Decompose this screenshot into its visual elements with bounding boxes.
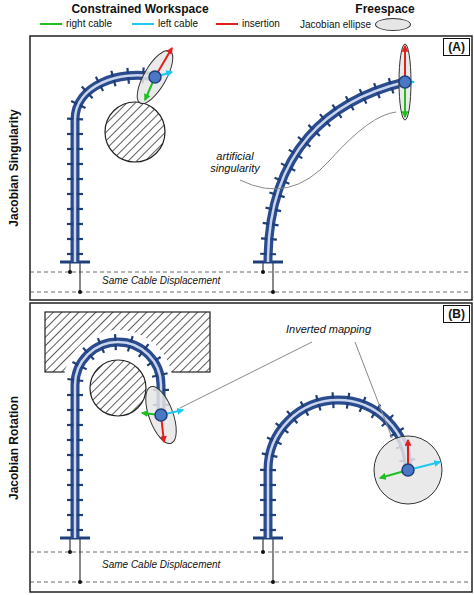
robot-core [75,75,408,538]
base-plates [60,262,283,538]
row-label: Jacobian Singularity [7,109,21,226]
legend-item: insertion [212,18,280,29]
panel-tag-text: (A) [448,40,465,54]
displacement-label: Same Cable Displacement [100,559,222,570]
annotation: Inverted mapping [285,323,372,335]
legend-ellipse [375,18,411,31]
robot-core [268,82,405,262]
legend-item: left cable [128,18,198,29]
legend-text: right cable [66,18,112,29]
legend-item: Jacobian ellipse [300,18,415,31]
robot-tube [75,342,161,538]
dashed-lines [30,272,472,582]
legend-text: Jacobian ellipse [300,19,371,30]
annotation: artificial singularity [199,150,271,174]
label-text: Inverted mapping [286,323,371,335]
label-text: Freespace [355,2,414,16]
legend-swatch [216,23,238,25]
label-text: artificial singularity [210,150,260,174]
label-text: Same Cable Displacement [102,559,220,570]
jacobian-ellipses [130,44,442,504]
robot-core [75,342,161,538]
row-label: Jacobian Rotation [7,396,21,500]
legend-swatch [132,23,154,25]
legend-text: insertion [242,18,280,29]
tip-dots [149,71,414,476]
tip-arrows [142,46,440,478]
label-text: Constrained Workspace [71,2,208,16]
panel-tag: (B) [443,305,470,323]
robot-tube [268,82,405,262]
column-header: Constrained Workspace [71,2,208,16]
legend-item: right cable [36,18,112,29]
panel-frame [30,303,472,592]
label-text: Same Cable Displacement [102,275,220,286]
panel-tag: (A) [443,38,470,56]
panel-tag-text: (B) [448,307,465,321]
obstacle [90,360,146,416]
robot-disks [67,68,415,530]
panel-frame [30,36,472,300]
label-text: Jacobian Singularity [7,109,21,226]
obstacle [105,102,165,162]
legend-text: left cable [158,18,198,29]
displacement-label: Same Cable Displacement [100,275,222,286]
label-text: Jacobian Rotation [7,396,21,500]
column-header: Freespace [355,2,414,16]
legend-swatch [40,23,62,25]
continuum-robots [75,75,408,538]
